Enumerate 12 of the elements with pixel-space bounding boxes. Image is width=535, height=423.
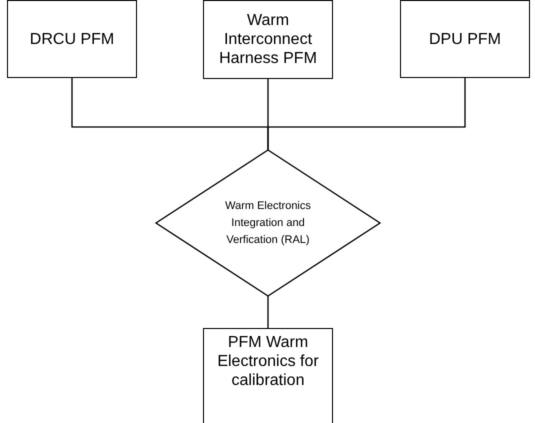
process-box	[7, 0, 137, 78]
box-label: DRCU PFM	[30, 30, 114, 48]
decision-diamond	[154, 149, 382, 297]
connector-line	[267, 78, 466, 150]
process-box	[203, 328, 333, 423]
process-box	[203, 0, 333, 79]
box-label: Warm Interconnect Harness PFM	[218, 11, 318, 68]
box-label: PFM Warm Electronics for calibration	[216, 333, 320, 390]
box-label: DPU PFM	[429, 30, 501, 48]
connector-line	[267, 296, 269, 328]
process-box	[400, 0, 530, 78]
diamond-label: Warm Electronics Integration and Verfication (RAL)	[224, 198, 312, 248]
